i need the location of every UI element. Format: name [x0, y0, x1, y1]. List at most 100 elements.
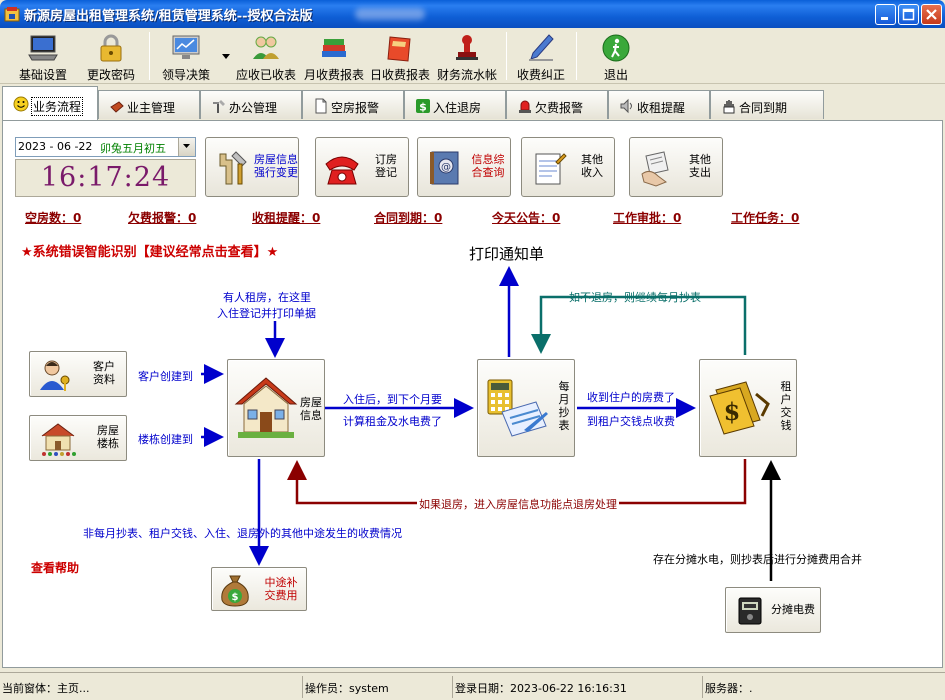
flow-label: 到租户交钱点收费: [587, 415, 675, 428]
quick-button-label: 房屋信息强行变更: [254, 153, 298, 179]
electric-meter-icon: [738, 597, 762, 625]
close-icon: [926, 9, 937, 20]
status-bar: 当前窗体：主页... 操作员：system 登录日期：2023-06-22 16…: [0, 672, 945, 700]
toolbar: 基础设置 更改密码 领导决策 应收已收表 月收费报表: [0, 28, 945, 84]
flow-label: 非每月抄表、租户交钱、入住、退房外的其他中途发生的收费情况: [83, 527, 402, 540]
flow-label: 收到住户的房费了: [587, 391, 675, 404]
toolbar-exit[interactable]: 退出: [588, 30, 644, 82]
shared-power-node[interactable]: 分摊电费: [725, 587, 821, 633]
toolbar-basic-settings[interactable]: 基础设置: [10, 30, 76, 82]
toolbar-separator: [506, 32, 507, 80]
toolbar-label: 收费纠正: [516, 68, 565, 82]
flow-label: 入住后，到下个月要: [343, 393, 442, 406]
tab-label: 空房报警: [331, 101, 380, 115]
tenant-payment-node[interactable]: $ 租户交钱: [699, 359, 797, 457]
tab-rent-reminder[interactable]: 收租提醒: [608, 90, 710, 119]
toolbar-label: 退出: [603, 68, 628, 82]
info-query-button[interactable]: @ 信息综合查询: [417, 137, 511, 197]
chevron-down-icon[interactable]: [222, 54, 230, 60]
dollar-icon: $: [416, 99, 430, 114]
toolbar-receivables[interactable]: 应收已收表: [232, 30, 300, 82]
flow-label: 计算租金及水电费了: [343, 415, 442, 428]
tab-contract-expiry[interactable]: 合同到期: [710, 90, 824, 119]
toolbar-label: 日收费报表: [369, 68, 430, 82]
stat-today-notice[interactable]: 今天公告：0: [492, 211, 561, 225]
system-error-diagnosis-link[interactable]: ★系统错误智能识别【建议经常点击查看】★: [21, 245, 279, 260]
date-picker[interactable]: 2023 - 06 -22 卯兔五月初五: [15, 137, 196, 157]
tab-label: 业主管理: [127, 101, 176, 115]
notebook-icon: [387, 36, 411, 62]
building-node[interactable]: 房屋楼栋: [29, 415, 127, 461]
money-bag-icon: $: [221, 575, 249, 607]
toolbar-separator: [149, 32, 150, 80]
tab-office-management[interactable]: 办公管理: [200, 90, 302, 119]
house-icon: [234, 377, 298, 438]
address-book-icon: @: [430, 151, 459, 185]
status-server: 服务器：.: [702, 676, 945, 698]
tab-business-flow[interactable]: 业务流程: [2, 86, 98, 120]
status-operator: 操作员：system: [302, 676, 450, 698]
stat-work-task[interactable]: 工作任务：0: [731, 211, 800, 225]
date-dropdown-button[interactable]: [178, 138, 195, 156]
flow-label: 楼栋创建到: [138, 433, 193, 446]
other-expense-button[interactable]: 其他支出: [629, 137, 723, 197]
extra-fee-node[interactable]: $ 中途补交费用: [211, 567, 307, 611]
tab-owner-management[interactable]: 业主管理: [98, 90, 200, 119]
booking-register-button[interactable]: 订房登记: [315, 137, 409, 197]
quick-button-label: 其他支出: [689, 153, 711, 179]
calculator-icon: [487, 379, 548, 437]
stat-contract-expiry[interactable]: 合同到期：0: [374, 211, 443, 225]
blurred-region: [355, 8, 425, 20]
house-info-node[interactable]: 房屋信息: [227, 359, 325, 457]
tab-checkin-checkout[interactable]: $ 入住退房: [404, 90, 506, 119]
maximize-icon: [902, 8, 915, 21]
flow-label: 如果退房，进入房屋信息功能点退房处理: [417, 496, 619, 512]
smiley-icon: [13, 96, 29, 112]
toolbar-monthly-report[interactable]: 月收费报表: [302, 30, 366, 82]
toolbar-label: 应收已收表: [235, 68, 296, 82]
stat-vacancy[interactable]: 空房数：0: [25, 211, 82, 225]
toolbar-leadership-decision[interactable]: 领导决策: [156, 30, 216, 82]
quick-button-label: 信息综合查询: [471, 153, 505, 179]
stamp-icon: [456, 35, 478, 60]
toolbar-change-password[interactable]: 更改密码: [80, 30, 142, 82]
speaker-icon: [620, 98, 632, 114]
toolbar-cash-ledger[interactable]: 财务流水帐: [434, 30, 500, 82]
monthly-meter-node[interactable]: 每月抄表: [477, 359, 575, 457]
title-bar: 新源房屋出租管理系统/租赁管理系统--授权合法版: [0, 0, 945, 28]
chevron-down-icon: [183, 144, 190, 148]
close-button[interactable]: [921, 4, 942, 25]
other-income-button[interactable]: 其他收入: [521, 137, 615, 197]
node-label: 每月抄表: [558, 380, 570, 432]
clock-time: 16:17:24: [40, 162, 171, 193]
clock: 16:17:24: [15, 159, 196, 197]
payment-icon: [641, 151, 669, 187]
stat-rent-reminder[interactable]: 收租提醒：0: [252, 211, 321, 225]
stat-arrears-alert[interactable]: 欠费报警：0: [128, 211, 197, 225]
help-link[interactable]: 查看帮助: [31, 561, 80, 575]
node-label: 中途补交费用: [264, 576, 298, 602]
stat-work-approval[interactable]: 工作审批：0: [613, 211, 682, 225]
print-notice-label: 打印通知单: [469, 245, 545, 263]
maximize-button[interactable]: [898, 4, 919, 25]
computer-icon: [28, 35, 58, 61]
force-change-house-info-button[interactable]: 房屋信息强行变更: [205, 137, 299, 197]
books-icon: [322, 39, 346, 57]
toolbar-daily-report[interactable]: 日收费报表: [368, 30, 432, 82]
client-info-node[interactable]: 客户资料: [29, 351, 127, 397]
toolbar-label: 财务流水帐: [436, 68, 497, 82]
svg-text:$: $: [232, 592, 239, 603]
flow-label: 如不退房，则继续每月抄表: [569, 291, 701, 304]
exit-icon: [602, 34, 630, 62]
tab-label: 收租提醒: [637, 101, 686, 115]
status-login-date: 登录日期：2023-06-22 16:16:31: [452, 676, 700, 698]
minimize-button[interactable]: [875, 4, 896, 25]
quick-button-label: 其他收入: [581, 153, 603, 179]
toolbar-fee-correction[interactable]: 收费纠正: [512, 30, 570, 82]
window-title: 新源房屋出租管理系统/租赁管理系统--授权合法版: [24, 9, 313, 24]
flow-arrows: [201, 266, 781, 581]
tab-arrears-alert[interactable]: 欠费报警: [506, 90, 608, 119]
tab-vacancy-alert[interactable]: 空房报警: [302, 90, 404, 119]
people-icon: [253, 36, 279, 59]
node-label: 房屋信息: [300, 396, 322, 422]
